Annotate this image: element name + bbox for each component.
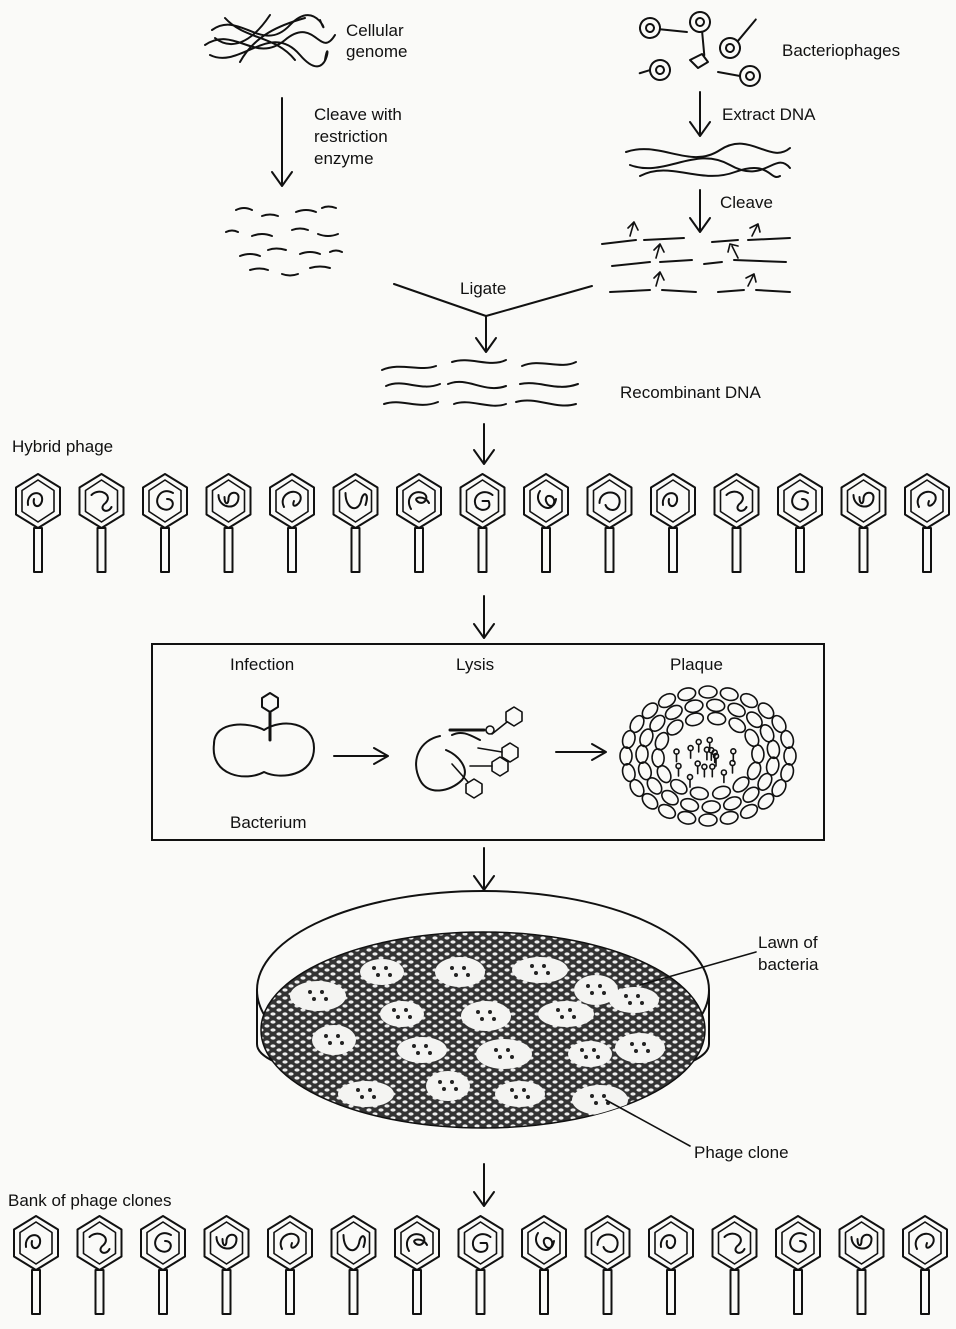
hybrid-phage-icon — [588, 474, 632, 572]
plaque-illustration — [620, 686, 796, 826]
hybrid-phage-icon — [143, 474, 187, 572]
bank-phage-icon — [776, 1216, 820, 1314]
bank-phage-icon — [332, 1216, 376, 1314]
arrow-down-icon — [272, 98, 292, 186]
bacterium-label: Bacterium — [230, 813, 307, 832]
hybrid-phage-icon — [397, 474, 441, 572]
bank-phage-icon — [522, 1216, 566, 1314]
hybrid-phage-icon — [207, 474, 251, 572]
petri-dish — [257, 891, 709, 1128]
cellular-genome-tangle — [205, 15, 335, 66]
plaque-label: Plaque — [670, 655, 723, 674]
hybrid-phage-row — [16, 474, 949, 572]
extract-dna-label: Extract DNA — [722, 105, 816, 124]
bank-phage-icon — [141, 1216, 185, 1314]
bank-phage-icon — [903, 1216, 947, 1314]
hybrid-phage-icon — [651, 474, 695, 572]
arrow-down-icon — [474, 1164, 494, 1206]
plaque-spot — [426, 1071, 470, 1101]
plaque-spot — [495, 1081, 545, 1107]
bacteriophages-group — [636, 4, 765, 86]
hybrid-phage-icon — [842, 474, 886, 572]
plaque-spot — [397, 1037, 447, 1063]
bank-phage-icon — [586, 1216, 630, 1314]
plaque-spot — [615, 1033, 665, 1063]
arrow-right-icon — [334, 748, 388, 764]
plaque-spot — [290, 981, 346, 1011]
infection-label: Infection — [230, 655, 294, 674]
cleaved-phage-dna — [602, 222, 790, 292]
bank-phage-icon — [395, 1216, 439, 1314]
bank-phage-icon — [205, 1216, 249, 1314]
bacterium-shape — [214, 724, 314, 777]
recombinant-dna-strands — [382, 360, 578, 406]
plaque-spot — [380, 1001, 424, 1027]
hybrid-phage-icon — [905, 474, 949, 572]
plaque-spot — [568, 1041, 612, 1067]
plaque-spot — [609, 987, 659, 1013]
plaque-spot — [476, 1039, 532, 1069]
phage-clone-pointer — [606, 1100, 690, 1146]
infecting-phage-icon — [262, 693, 278, 740]
lysis-scene — [416, 707, 522, 798]
bank-phage-icon — [649, 1216, 693, 1314]
bacteriophages-label: Bacteriophages — [782, 41, 900, 60]
arrow-down-icon — [474, 596, 494, 638]
plaque-spot — [512, 957, 568, 983]
plaque-spot — [312, 1025, 356, 1055]
plaque-spot — [435, 957, 485, 987]
bank-phage-row — [14, 1216, 947, 1314]
hybrid-phage-icon — [524, 474, 568, 572]
lysis-label: Lysis — [456, 655, 494, 674]
arrow-down-icon — [474, 848, 494, 890]
dna-fragments — [226, 207, 342, 276]
recombinant-dna-label: Recombinant DNA — [620, 383, 761, 402]
hybrid-phage-icon — [334, 474, 378, 572]
bank-phage-icon — [459, 1216, 503, 1314]
hybrid-phage-icon — [461, 474, 505, 572]
plaque-spot — [572, 1085, 628, 1115]
bank-phage-icon — [14, 1216, 58, 1314]
hybrid-phage-icon — [715, 474, 759, 572]
plaque-spot — [338, 1081, 394, 1107]
bank-phage-icon — [78, 1216, 122, 1314]
hybrid-phage-icon — [778, 474, 822, 572]
bank-phage-icon — [840, 1216, 884, 1314]
phage-clone-label: Phage clone — [694, 1143, 789, 1162]
hybrid-phage-icon — [80, 474, 124, 572]
hybrid-phage-label: Hybrid phage — [12, 437, 113, 456]
arrow-down-icon — [474, 424, 494, 464]
plaque-spot — [538, 1001, 594, 1027]
cleave-label: Cleave — [720, 193, 773, 212]
bank-phage-icon — [268, 1216, 312, 1314]
arrow-down-icon — [690, 92, 710, 136]
hybrid-phage-icon — [270, 474, 314, 572]
plaque-spot — [360, 959, 404, 985]
arrow-right-icon — [556, 744, 606, 760]
hybrid-phage-icon — [16, 474, 60, 572]
plaque-spot — [461, 1001, 511, 1031]
bank-of-phage-clones-label: Bank of phage clones — [8, 1191, 172, 1210]
phage-dna-strands — [626, 144, 790, 177]
ligate-label: Ligate — [460, 279, 506, 298]
arrow-down-icon — [690, 190, 710, 232]
bank-phage-icon — [713, 1216, 757, 1314]
